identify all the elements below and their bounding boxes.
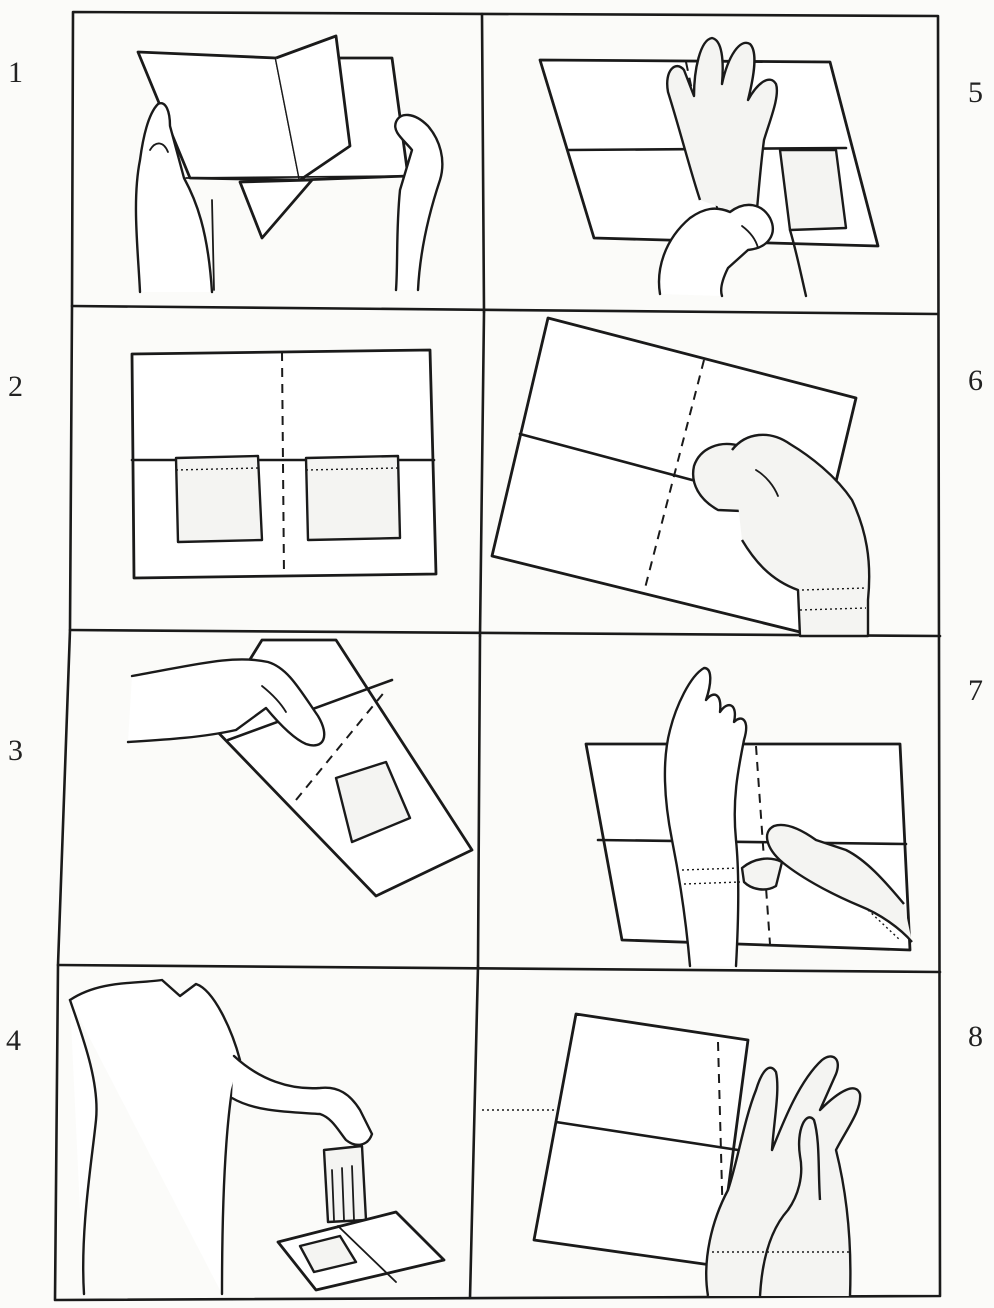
- panel-step-7: [586, 668, 912, 966]
- panel-step-2: [132, 350, 436, 578]
- panel-step-4: [70, 980, 444, 1294]
- panel-step-6: [492, 318, 869, 636]
- panel-step-5: [540, 38, 878, 296]
- panel-step-1: [136, 36, 442, 292]
- panel-step-8: [482, 1014, 860, 1296]
- panel-step-3: [128, 640, 472, 896]
